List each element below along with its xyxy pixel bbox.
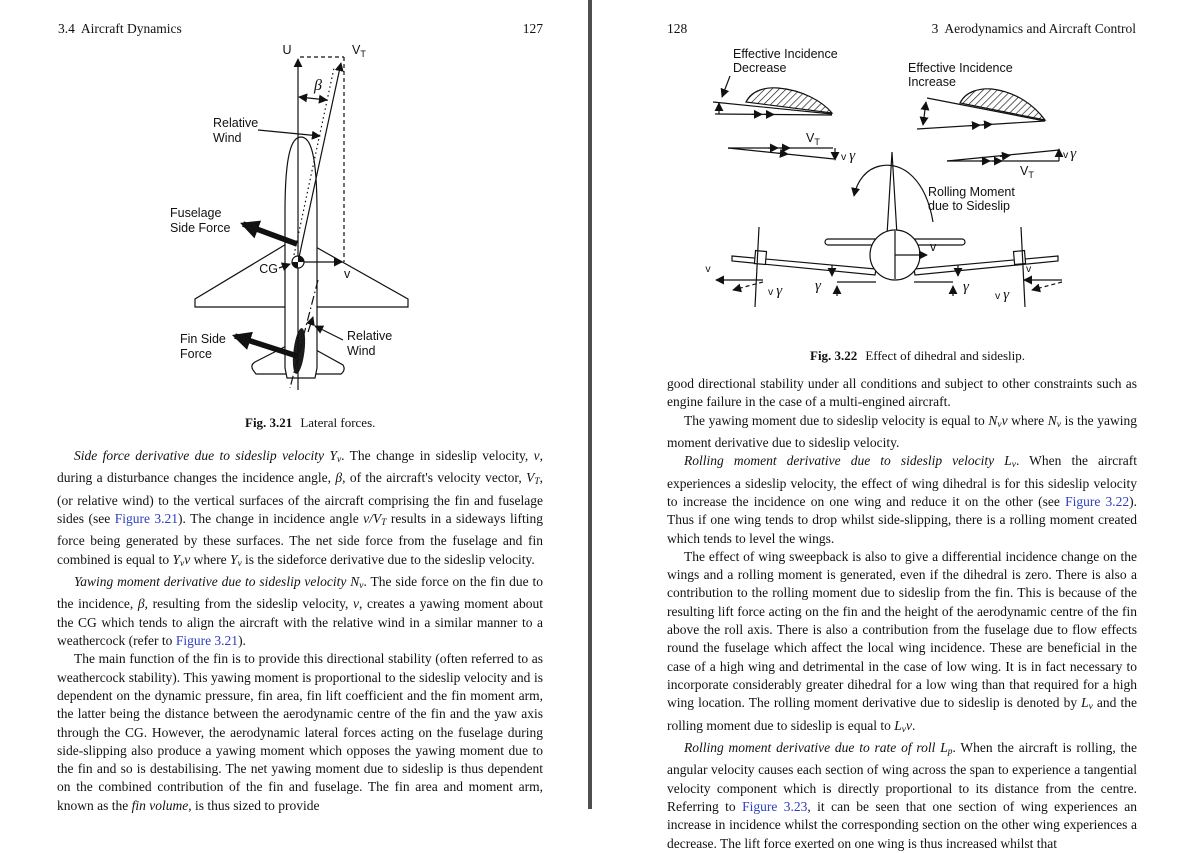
right-page: 128 3 Aerodynamics and Aircraft Control … [592, 0, 1183, 809]
label-relative-wind-bottom-1: Relative [347, 329, 392, 343]
label-effective-incidence-increase-2: Increase [908, 75, 956, 89]
figure-3-21-caption: Fig. 3.21 Lateral forces. [232, 399, 375, 447]
label-effective-incidence-decrease-1: Effective Incidence [733, 47, 838, 61]
right-running-head: 3 Aerodynamics and Aircraft Control [666, 21, 1136, 37]
figure-ref-link[interactable]: Figure 3.22 [1065, 494, 1129, 509]
label-relative-wind-bottom-2: Wind [347, 344, 376, 358]
label-gamma-left: γ [815, 278, 822, 294]
caption-label: Fig. 3.22 [810, 348, 857, 363]
left-running-head: 3.4 Aircraft Dynamics [58, 21, 182, 37]
paragraph: Rolling moment derivative due to sidesli… [667, 452, 1137, 548]
figure-ref-link[interactable]: Figure 3.23 [742, 799, 807, 814]
figure-3-22-caption: Fig. 3.22 Effect of dihedral and sideslip… [797, 332, 1025, 380]
label-beta: β [313, 77, 322, 94]
label-rolling-moment-1: Rolling Moment [928, 185, 1015, 199]
label-fuselage-side-force-1: Fuselage [170, 206, 221, 220]
label-v-tip-left: v [705, 263, 711, 275]
figure-ref-link[interactable]: Figure 3.21 [115, 511, 178, 526]
label-effective-incidence-decrease-2: Decrease [733, 61, 787, 75]
vector-triangle-right [947, 149, 1059, 161]
left-page: 3.4 Aircraft Dynamics 127 [0, 0, 588, 809]
aerofoil-decrease [713, 76, 832, 115]
cg-symbol [292, 256, 304, 268]
paragraph: The effect of wing sweepback is also to … [667, 548, 1137, 739]
paragraph: The main function of the fin is to provi… [57, 650, 543, 815]
figure-3-21: U VT β Relative Wind Fuselage Side Force… [75, 40, 565, 398]
label-vt-left: VT [806, 131, 820, 147]
label-u: U [282, 43, 291, 57]
left-text-column: Side force derivative due to sideslip ve… [57, 447, 543, 815]
label-relative-wind-top-1: Relative [213, 116, 258, 130]
paragraph: Yawing moment derivative due to sideslip… [57, 573, 543, 650]
paragraph: Rolling moment derivative due to rate of… [667, 739, 1137, 853]
label-relative-wind-top-2: Wind [213, 131, 242, 145]
label-effective-incidence-increase-1: Effective Incidence [908, 61, 1013, 75]
paragraph: Side force derivative due to sideslip ve… [57, 447, 543, 573]
label-fin-side-force-1: Fin Side [180, 332, 226, 346]
label-v-fuselage: v [930, 240, 937, 254]
label-fin-side-force-2: Force [180, 347, 212, 361]
label-rolling-moment-2: due to Sideslip [928, 199, 1010, 213]
caption-text: Effect of dihedral and sideslip. [865, 348, 1025, 363]
paragraph: The yawing moment due to sideslip veloci… [667, 412, 1137, 453]
aerofoil-increase [917, 89, 1045, 129]
figure-ref-link[interactable]: Figure 3.21 [176, 633, 238, 648]
aircraft-front-view [732, 152, 1058, 280]
label-vt: VT [352, 43, 366, 59]
label-gamma-right: γ [963, 279, 970, 295]
label-cg: CG [259, 262, 278, 276]
label-v: v [344, 267, 351, 281]
right-text-column: good directional stability under all con… [667, 375, 1137, 853]
caption-label: Fig. 3.21 [245, 415, 292, 430]
wingtip-vectors-left [716, 227, 763, 307]
label-v-tip-right: v [1026, 263, 1032, 275]
left-page-number: 127 [443, 21, 543, 37]
label-fuselage-side-force-2: Side Force [170, 221, 230, 235]
vector-triangle-left [728, 148, 835, 160]
paragraph: good directional stability under all con… [667, 375, 1137, 412]
caption-text: Lateral forces. [300, 415, 375, 430]
label-vt-right: VT [1020, 164, 1034, 180]
